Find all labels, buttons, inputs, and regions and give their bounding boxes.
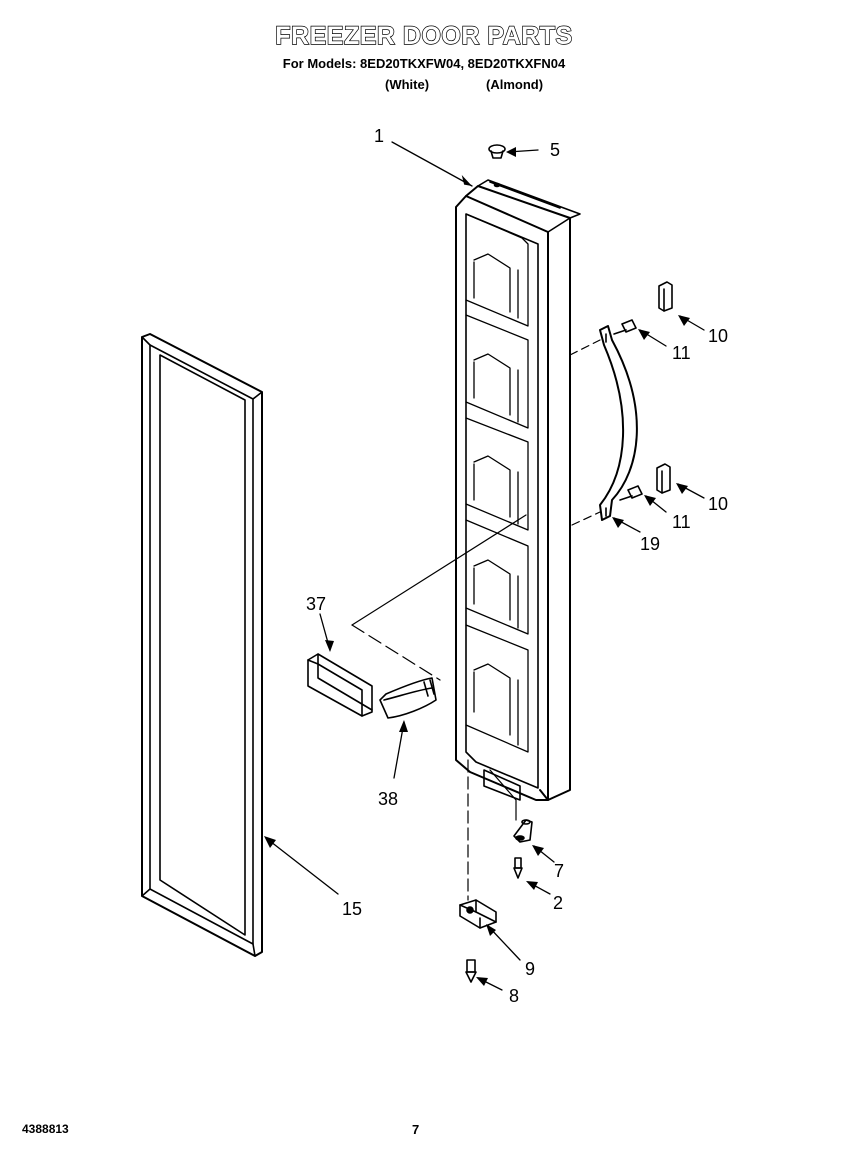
hinge-screw [513, 857, 523, 879]
door-gasket [141, 333, 263, 957]
callout-11-bottom: 11 [672, 512, 691, 532]
shelf-rail [307, 653, 373, 717]
callout-37: 37 [306, 594, 326, 614]
handle-screw-top [613, 319, 637, 335]
shelf-rail-end-cap [379, 677, 437, 719]
callout-5: 5 [550, 140, 560, 160]
handle-end-cap-top [658, 281, 673, 312]
callout-8: 8 [509, 986, 519, 1006]
freezer-door [455, 179, 581, 801]
callout-9: 9 [525, 959, 535, 979]
variant-white-label: (White) [385, 77, 430, 92]
callout-15: 15 [342, 899, 362, 919]
callout-7: 7 [554, 861, 564, 881]
bottom-hinge [459, 899, 497, 929]
callout-19: 19 [640, 534, 660, 554]
callout-38: 38 [378, 789, 398, 809]
hinge-bushing [513, 819, 533, 843]
callout-2: 2 [553, 893, 563, 913]
bottom-hinge-screw [465, 959, 477, 983]
model-numbers: For Models: 8ED20TKXFW04, 8ED20TKXFN04 [282, 56, 566, 71]
callout-10-top: 10 [708, 326, 728, 346]
variant-almond-label: (Almond) [486, 77, 544, 92]
door-plug [488, 144, 506, 188]
handle-screw-bottom [619, 485, 643, 501]
handle-end-cap-bottom [656, 463, 671, 494]
door-handle [599, 325, 638, 521]
callout-10-bottom: 10 [708, 494, 728, 514]
callout-11-top: 11 [672, 343, 691, 363]
page-number: 7 [412, 1122, 420, 1137]
page-title: FREEZER DOOR PARTS [275, 21, 573, 50]
callout-1: 1 [374, 126, 384, 146]
document-number: 4388813 [22, 1122, 69, 1136]
